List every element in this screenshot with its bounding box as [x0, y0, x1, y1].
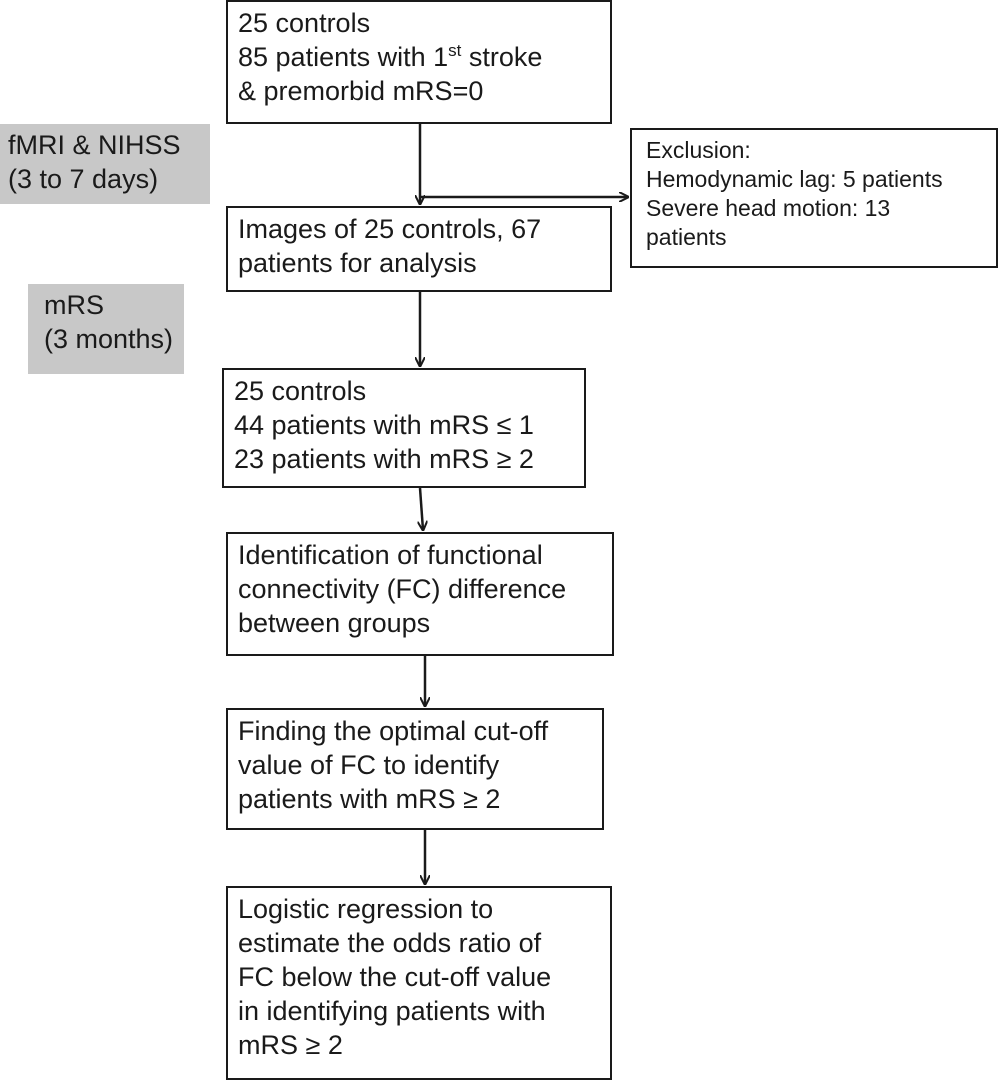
cutoff-line2: value of FC to identify [238, 750, 500, 780]
cutoff-line3: patients with mRS ≥ 2 [238, 784, 501, 814]
fc-line1: Identification of functional [238, 540, 543, 570]
cutoff-box: Finding the optimal cut-off value of FC … [226, 708, 604, 830]
arrow-groups-to-fc [420, 487, 423, 530]
enrollment-line2-prefix: 85 patients with 1 [238, 42, 449, 72]
logistic-line4: in identifying patients with [238, 996, 546, 1026]
groups-line3: 23 patients with mRS ≥ 2 [234, 444, 534, 474]
enrollment-line2-sup: st [448, 41, 462, 60]
logistic-line3: FC below the cut-off value [238, 962, 552, 992]
fmri-nihss-label: fMRI & NIHSS (3 to 7 days) [0, 124, 210, 204]
logistic-line1: Logistic regression to [238, 894, 494, 924]
logistic-line2: estimate the odds ratio of [238, 928, 542, 958]
exclusion-line2: Hemodynamic lag: 5 patients [646, 166, 943, 192]
mrs-label-line1: mRS [44, 290, 104, 320]
enrollment-box: 25 controls 85 patients with 1st stroke … [226, 0, 612, 124]
fmri-label-line1: fMRI & NIHSS [8, 130, 181, 160]
images-line1: Images of 25 controls, 67 [238, 214, 542, 244]
exclusion-line4: patients [646, 224, 727, 250]
cutoff-line1: Finding the optimal cut-off [238, 716, 549, 746]
logistic-line5: mRS ≥ 2 [238, 1030, 343, 1060]
enrollment-line2-suffix: stroke [461, 42, 543, 72]
exclusion-line1: Exclusion: [646, 137, 751, 163]
images-box: Images of 25 controls, 67 patients for a… [226, 206, 612, 292]
images-line2: patients for analysis [238, 248, 477, 278]
enrollment-line3: & premorbid mRS=0 [238, 76, 484, 106]
fc-box: Identification of functional connectivit… [226, 532, 614, 656]
logistic-box: Logistic regression to estimate the odds… [226, 886, 612, 1080]
mrs-label-line2: (3 months) [44, 324, 174, 354]
mrs-label: mRS (3 months) [28, 284, 184, 374]
groups-line2: 44 patients with mRS ≤ 1 [234, 410, 534, 440]
enrollment-line1: 25 controls [238, 8, 371, 38]
fmri-label-line2: (3 to 7 days) [8, 164, 159, 194]
groups-box: 25 controls 44 patients with mRS ≤ 1 23 … [222, 368, 586, 488]
exclusion-line3: Severe head motion: 13 [646, 195, 891, 221]
groups-line1: 25 controls [234, 376, 367, 406]
enrollment-line2: 85 patients with 1st stroke [238, 40, 600, 74]
fc-line3: between groups [238, 608, 431, 638]
fc-line2: connectivity (FC) difference [238, 574, 567, 604]
exclusion-box: Exclusion: Hemodynamic lag: 5 patients S… [630, 128, 998, 268]
